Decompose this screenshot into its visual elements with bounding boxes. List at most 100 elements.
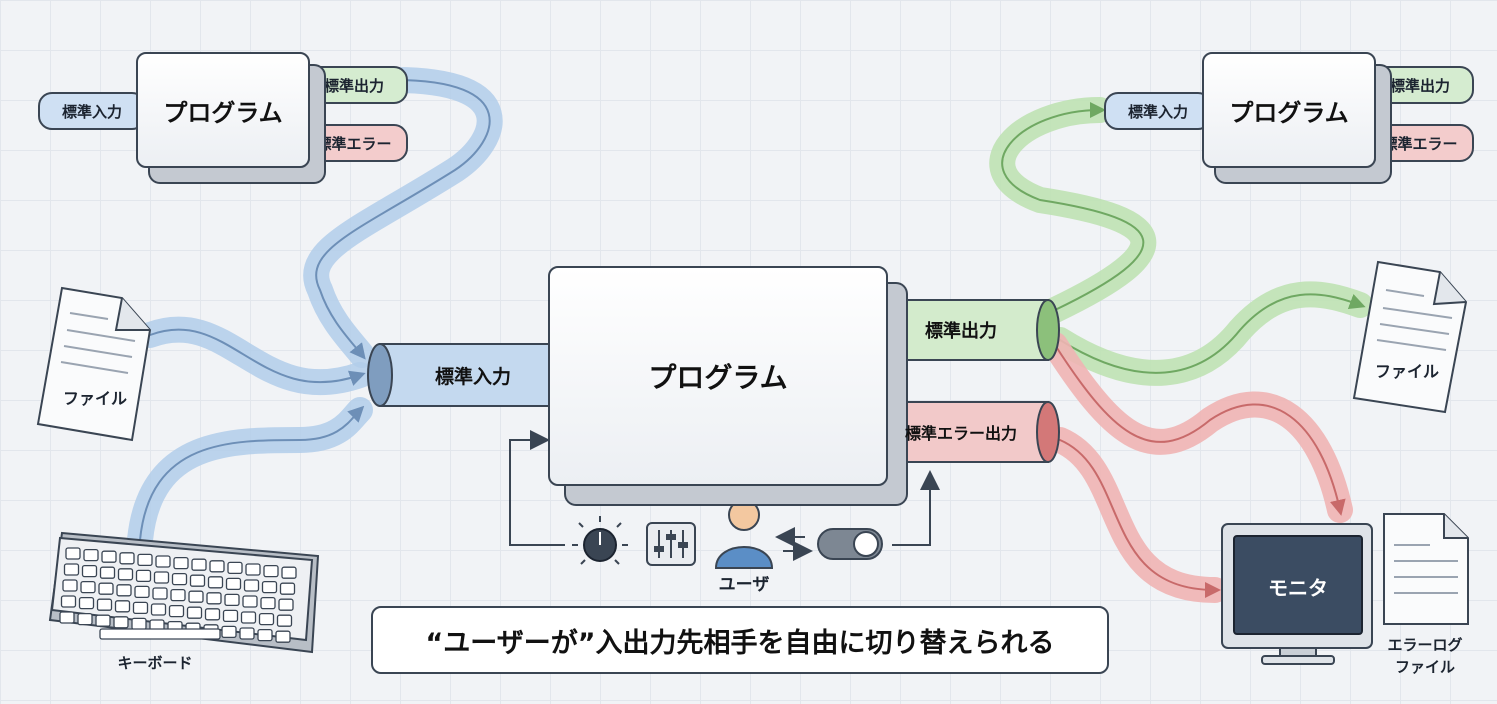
left-top-program-box: プログラム [136, 52, 310, 168]
keyboard-key [101, 550, 117, 563]
keyboard-key [132, 601, 149, 615]
keyboard-key [278, 598, 294, 611]
keyboard-key [113, 616, 129, 629]
keyboard-key [239, 627, 255, 640]
center-program-box: プログラム [548, 266, 888, 486]
keyboard-key [171, 572, 188, 586]
keyboard-key [77, 612, 93, 626]
keyboard-key [59, 611, 75, 624]
right-top-stderr-tag: 標準エラー [1366, 124, 1474, 162]
keyboard-key [98, 582, 114, 595]
keyboard-key [258, 612, 275, 626]
keyboard-key [207, 576, 224, 589]
right-top-stdin-tag: 標準入力 [1104, 92, 1212, 130]
keyboard-key [279, 582, 296, 595]
keyboard-key [95, 614, 111, 627]
right-top-stdout-label: 標準出力 [1389, 76, 1450, 95]
right-top-stderr-label: 標準エラー [1382, 134, 1458, 153]
keyboard-key [83, 548, 99, 562]
error-log-file-icon [1383, 513, 1469, 625]
keyboard-key [60, 595, 77, 608]
keyboard-key [62, 579, 78, 592]
keyboard-key [81, 564, 98, 578]
keyboard-label: キーボード [117, 654, 193, 672]
user-icon [714, 499, 774, 569]
keyboard-key [150, 603, 167, 616]
keyboard-key [257, 628, 273, 642]
keyboard-spacebar [99, 628, 221, 640]
keyboard-key [225, 577, 242, 591]
keyboard-key [209, 560, 225, 573]
left-top-stdin-label: 標準入力 [61, 102, 122, 121]
monitor-label: モニタ [1268, 576, 1328, 600]
knob-icon [572, 516, 628, 565]
center-stderr-pipe [883, 401, 1060, 463]
left-top-stdout-label: 標準出力 [323, 76, 384, 95]
keyboard-key [260, 596, 276, 610]
keyboard-key [134, 585, 150, 599]
right-file-label: ファイル [1374, 362, 1439, 381]
keyboard-key [96, 598, 113, 611]
mixer-icon [646, 522, 696, 566]
keyboard-key [243, 579, 260, 592]
keyboard-key [189, 574, 206, 587]
keyboard-key [222, 609, 239, 623]
keyboard-key [168, 604, 185, 618]
keyboard-key [152, 587, 168, 600]
keyboard-key [245, 563, 261, 576]
left-top-stdout-tag: 標準出力 [300, 66, 408, 104]
keyboard-key [155, 555, 171, 568]
keyboard-key [276, 614, 293, 627]
keyboard-key [224, 593, 240, 607]
caption-text: “ユーザーが”入出力先相手を自由に切り替えられる [425, 627, 1055, 659]
keyboard-key [99, 566, 116, 579]
keyboard-key [173, 556, 189, 570]
caption-box: “ユーザーが”入出力先相手を自由に切り替えられる [371, 606, 1109, 674]
file-document-icon [36, 286, 152, 442]
keyboard-key [117, 568, 134, 581]
keyboard-key [135, 569, 152, 583]
stdout-flows [989, 97, 1373, 386]
keyboard-key [63, 563, 80, 576]
keyboard-key [206, 592, 222, 605]
output-file-icon [1352, 260, 1468, 414]
user-control-loop [509, 430, 940, 546]
keyboard-icon [48, 531, 320, 654]
right-top-stdout-tag: 標準出力 [1366, 66, 1474, 104]
left-top-stderr-tag: 標準エラー [300, 124, 408, 162]
right-top-program-box: プログラム [1202, 52, 1376, 168]
keyboard-key [275, 630, 291, 643]
keyboard-key [281, 566, 297, 579]
keyboard-key [191, 558, 207, 571]
left-top-stderr-label: 標準エラー [316, 134, 392, 153]
left-file-label: ファイル [62, 389, 127, 408]
keyboard-key [240, 611, 257, 624]
keyboard-key [80, 580, 96, 594]
keyboard-key [186, 606, 203, 619]
keyboard-key [114, 600, 131, 613]
right-top-program-label: プログラム [1229, 98, 1349, 127]
center-stdout-label: 標準出力 [925, 321, 997, 342]
left-top-program-label: プログラム [163, 98, 283, 127]
keyboard-key [242, 595, 258, 608]
keyboard-key [188, 590, 204, 603]
center-stderr-label: 標準エラー出力 [904, 424, 1017, 443]
keyboard-key [221, 625, 237, 639]
keyboard-key [204, 608, 221, 621]
error-log-label-line1: エラーログ [1387, 636, 1463, 654]
keyboard-key [170, 588, 186, 602]
left-top-stdin-tag: 標準入力 [38, 92, 146, 130]
right-top-stdin-label: 標準入力 [1127, 102, 1188, 121]
error-log-label-line2: ファイル [1394, 658, 1455, 676]
keyboard-key [261, 580, 278, 594]
stderr-flows [1042, 332, 1353, 603]
keyboard-key [119, 552, 135, 565]
monitor-icon [1221, 523, 1373, 665]
center-stdin-label: 標準入力 [434, 365, 511, 388]
stdin-flows [127, 67, 503, 553]
keyboard-key [227, 561, 243, 575]
keyboard-key [78, 596, 95, 610]
toggle-switch-icon [817, 528, 883, 560]
keyboard-key [137, 553, 153, 567]
